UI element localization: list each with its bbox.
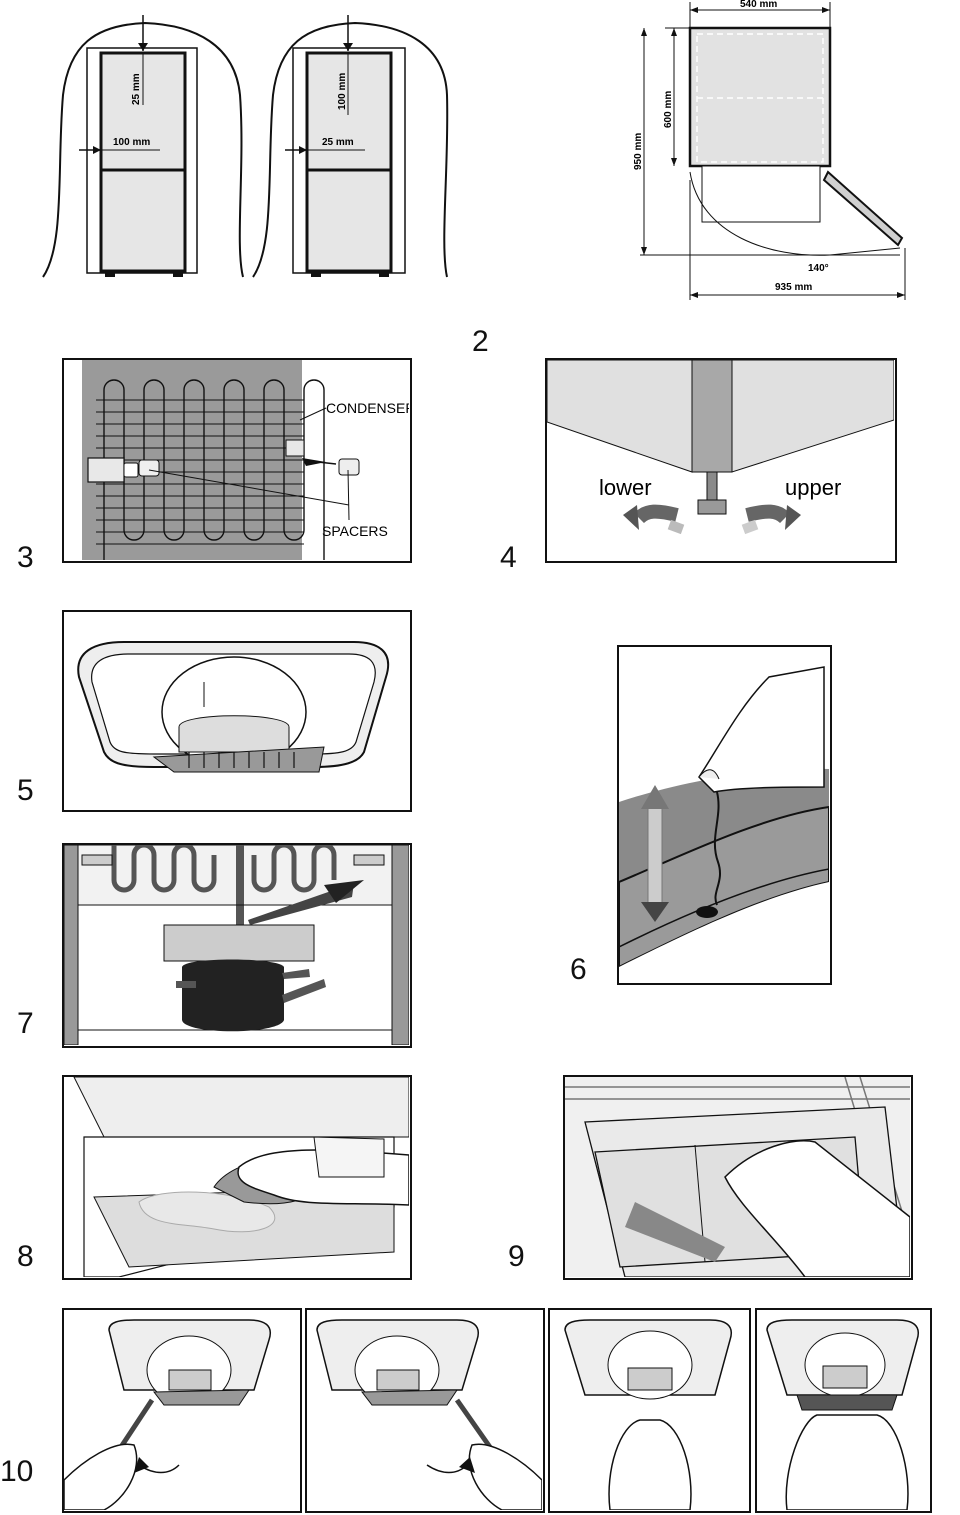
figure-number-3: 3 <box>17 541 34 574</box>
clearance-right-side-gap: 25 mm <box>322 137 354 148</box>
figure-number-9: 9 <box>508 1240 525 1273</box>
figure-number-6: 6 <box>570 953 587 986</box>
drawer-panel <box>563 1075 913 1280</box>
bulb-step-4-panel <box>755 1308 932 1513</box>
drain-panel <box>617 645 832 985</box>
condenser-panel: CONDENSER SPACERS <box>62 358 412 563</box>
door-depth-label: 600 mm <box>663 91 674 128</box>
door-dimension-diagram: 540 mm 600 mm 950 mm 140° 935 mm <box>633 0 906 300</box>
figure-number-7: 7 <box>17 1007 34 1040</box>
figure-number-2: 2 <box>472 325 489 358</box>
door-depth-open-label: 950 mm <box>633 133 644 170</box>
lower-label: lower <box>599 475 652 500</box>
clearance-right-top-gap: 100 mm <box>337 73 348 110</box>
wiping-panel <box>62 1075 412 1280</box>
clearance-diagram: 25 mm 100 mm 100 mm 25 mm <box>42 15 449 278</box>
compressor-panel <box>62 843 412 1048</box>
bulb-step-3-panel <box>548 1308 751 1513</box>
bulb-step-1-panel <box>62 1308 302 1513</box>
figure-number-8: 8 <box>17 1240 34 1273</box>
bulb-step-2-panel <box>305 1308 545 1513</box>
door-total-width-label: 935 mm <box>775 282 812 293</box>
clearance-left-top-gap: 25 mm <box>131 73 142 105</box>
leveling-panel: lower upper <box>545 358 897 563</box>
spacers-label: SPACERS <box>322 523 388 539</box>
housing-panel <box>62 610 412 812</box>
door-angle-label: 140° <box>808 263 829 274</box>
figure-number-5: 5 <box>17 774 34 807</box>
clearance-left-side-gap: 100 mm <box>113 137 150 148</box>
figure-number-4: 4 <box>500 541 517 574</box>
condenser-label: CONDENSER <box>326 400 409 416</box>
upper-label: upper <box>785 475 841 500</box>
figure-number-10: 10 <box>0 1455 34 1488</box>
door-width-label: 540 mm <box>740 0 777 10</box>
